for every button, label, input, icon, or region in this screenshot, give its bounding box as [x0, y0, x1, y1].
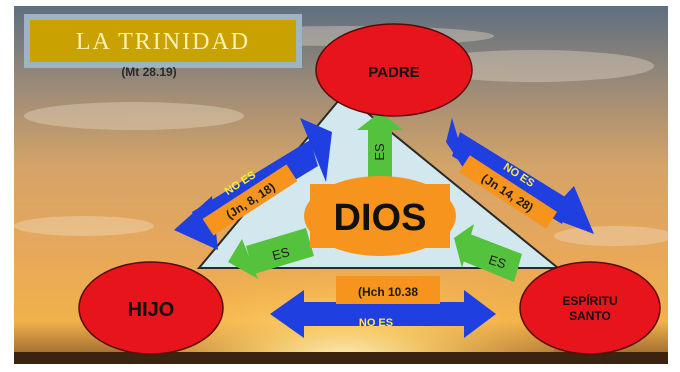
- arrow-hijo-espiritu: NO ES: [270, 290, 496, 338]
- hijo-label: HIJO: [128, 299, 175, 321]
- padre-label: PADRE: [368, 64, 419, 81]
- label-espiritu-dios: ES: [487, 252, 508, 272]
- title-inner: [30, 20, 296, 62]
- arrow-hijo-dios: ES: [228, 228, 314, 279]
- horizon-ground: [14, 352, 668, 364]
- node-espiritu-santo: [519, 261, 661, 355]
- dios-label: DIOS: [334, 197, 427, 239]
- label-hijo-espiritu: NO ES: [359, 317, 393, 329]
- node-padre: [315, 23, 473, 117]
- espiritu-label-1: ESPÍRITU: [562, 293, 617, 308]
- node-hijo: [78, 261, 224, 355]
- title: LA TRINIDAD: [76, 29, 250, 55]
- label-padre-dios: ES: [372, 143, 387, 161]
- ref-hijo-espiritu: (Hch 10.38: [358, 285, 418, 299]
- arrow-espiritu-dios: ES: [454, 224, 522, 282]
- dios-box: [310, 184, 450, 248]
- ref-box-hijo-espiritu: (Hch 10.38: [336, 276, 440, 304]
- arrow-padre-dios: ES: [357, 112, 403, 194]
- espiritu-label-2: SANTO: [569, 309, 611, 323]
- label-hijo-dios: ES: [271, 244, 292, 263]
- main-reference: (Mt 28.19): [121, 65, 176, 79]
- trinity-diagram: LA TRINIDAD (Mt 28.19) ES ES ES NO ES NO…: [14, 6, 668, 364]
